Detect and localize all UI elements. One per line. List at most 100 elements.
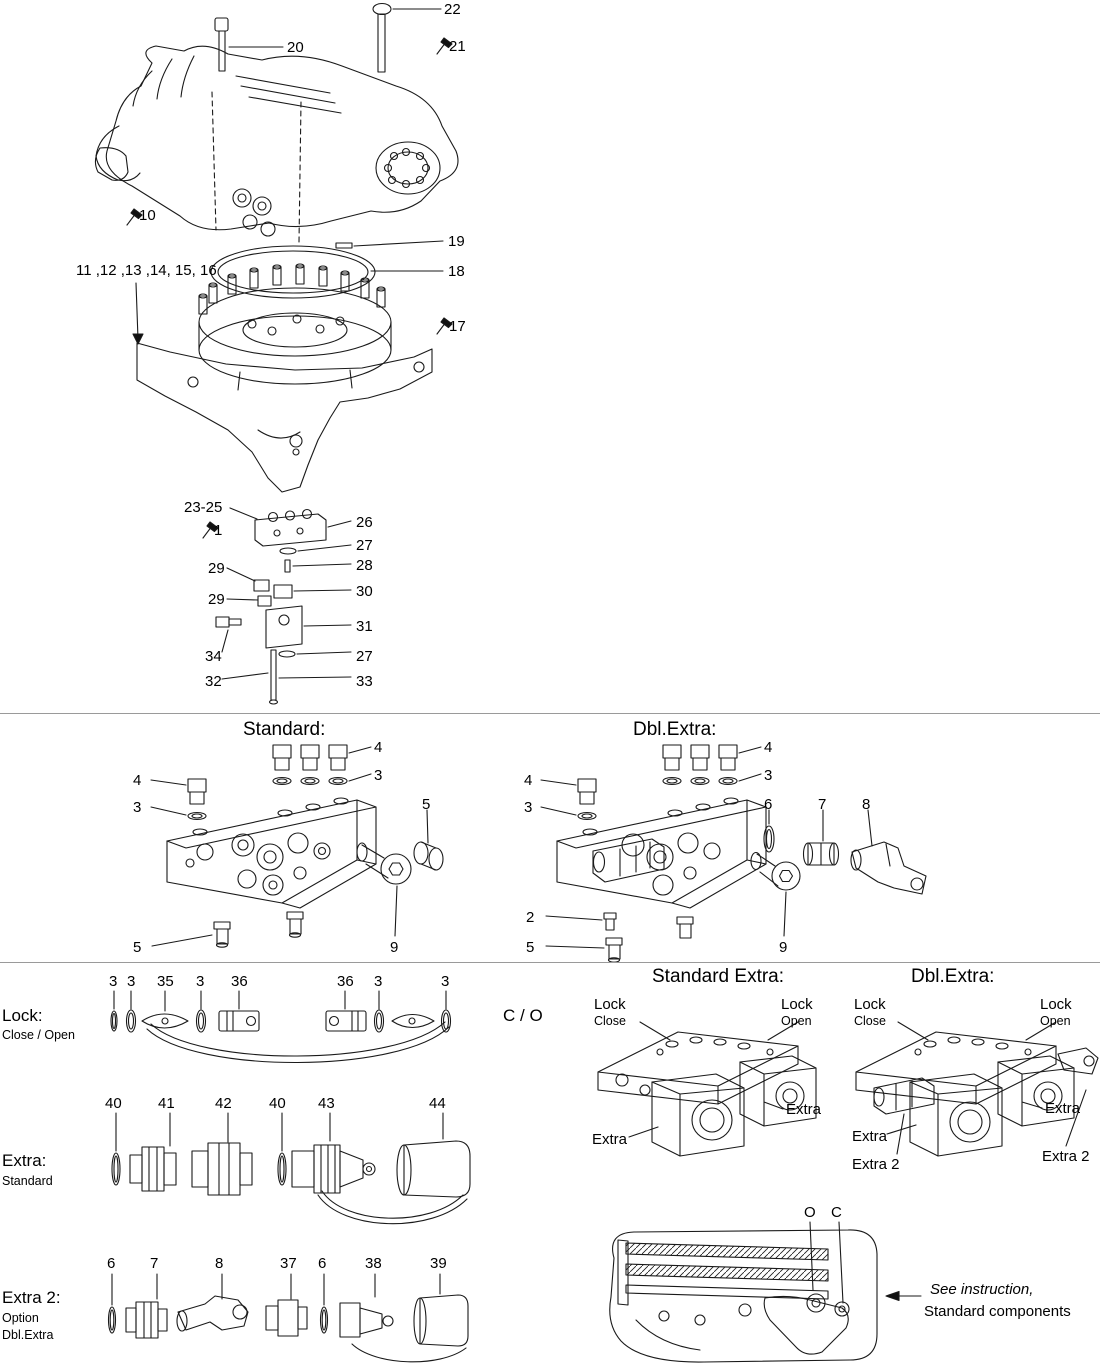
- dbl-callout-4b: 4: [524, 772, 533, 789]
- instruction-c-label: C: [831, 1204, 842, 1221]
- dbl-extra-block-title: Dbl.Extra:: [633, 719, 717, 740]
- extra-callout-42: 42: [215, 1095, 232, 1112]
- extra2-callout-6b: 6: [318, 1255, 327, 1272]
- std-callout-3a: 3: [374, 767, 383, 784]
- extra-row-parts: [111, 1112, 471, 1225]
- de-extra2-right-label: Extra 2: [1042, 1148, 1090, 1165]
- callout-34: 34: [205, 648, 222, 665]
- std-callout-3b: 3: [133, 799, 142, 816]
- instruction-figure-art: [609, 1221, 922, 1363]
- extra2-callout-6a: 6: [107, 1255, 116, 1272]
- dbl-callout-3b: 3: [524, 799, 533, 816]
- seal-19: [335, 240, 444, 249]
- instruction-note-line2: Standard components: [924, 1303, 1071, 1320]
- de-lock-open-label: Lock: [1040, 996, 1072, 1013]
- callout-27a: 27: [356, 537, 373, 554]
- callout-33: 33: [356, 673, 373, 690]
- de-lock-close-sub: Close: [854, 1014, 886, 1028]
- extra2-row-parts: [107, 1273, 469, 1363]
- extra2-callout-39: 39: [430, 1255, 447, 1272]
- standard-extra-title: Standard Extra:: [652, 966, 785, 987]
- dbl-callout-8: 8: [862, 796, 871, 813]
- callout-27b: 27: [356, 648, 373, 665]
- de-lock-open-sub: Open: [1040, 1014, 1071, 1028]
- extra2-row-label: Extra 2:: [2, 1288, 61, 1307]
- callout-1: 1: [214, 522, 223, 539]
- standard-valve-block: [150, 744, 444, 948]
- dbl-callout-6: 6: [764, 796, 773, 813]
- dbl-callout-7: 7: [818, 796, 827, 813]
- tack-icon-10: [126, 208, 143, 226]
- callout-22: 22: [444, 1, 461, 18]
- lock-callout-36a: 36: [231, 973, 248, 990]
- lock-callout-3a: 3: [109, 973, 118, 990]
- extra2-callout-38: 38: [365, 1255, 382, 1272]
- lock-row-label: Lock:: [2, 1006, 43, 1025]
- callout-19: 19: [448, 233, 465, 250]
- lock-callout-3e: 3: [441, 973, 450, 990]
- de-extra-right-label: Extra: [1045, 1100, 1081, 1117]
- extra2-row-sublabel2: Dbl.Extra: [2, 1328, 54, 1342]
- dbl-callout-3a: 3: [764, 767, 773, 784]
- dbl-callout-9: 9: [779, 939, 788, 956]
- lock-callout-3c: 3: [196, 973, 205, 990]
- se-lock-close-label: Lock: [594, 996, 626, 1013]
- bolt-22: [372, 2, 442, 73]
- callout-29a: 29: [208, 560, 225, 577]
- extra2-callout-37: 37: [280, 1255, 297, 1272]
- de-extra-bottom-label: Extra: [852, 1128, 888, 1145]
- lock-callout-3b: 3: [127, 973, 136, 990]
- extra2-callout-8: 8: [215, 1255, 224, 1272]
- instruction-note-line1: See instruction,: [930, 1281, 1034, 1298]
- std-callout-5b: 5: [133, 939, 142, 956]
- std-callout-4b: 4: [133, 772, 142, 789]
- dbl-callout-2: 2: [526, 909, 535, 926]
- se-extra-right-label: Extra: [786, 1101, 822, 1118]
- lock-row-co-label: C / O: [503, 1006, 543, 1025]
- de-lock-close-label: Lock: [854, 996, 886, 1013]
- tack-icon-1: [202, 521, 219, 539]
- extra-row-sublabel: Standard: [2, 1174, 53, 1188]
- callout-23-25: 23-25: [184, 499, 223, 516]
- extra2-callout-7: 7: [150, 1255, 159, 1272]
- std-callout-9: 9: [390, 939, 399, 956]
- callout-28: 28: [356, 557, 373, 574]
- engine-assembly: [94, 45, 459, 243]
- callout-18: 18: [448, 263, 465, 280]
- gasket-ring-18: [210, 245, 444, 299]
- dbl-extra-assembly-title: Dbl.Extra:: [911, 966, 995, 987]
- extra2-row-sublabel1: Option: [2, 1311, 39, 1325]
- extra-callout-40a: 40: [105, 1095, 122, 1112]
- valve-stack: [215, 507, 352, 705]
- lock-row-sublabel: Close / Open: [2, 1028, 75, 1042]
- dbl-callout-5: 5: [526, 939, 535, 956]
- extra-callout-41: 41: [158, 1095, 175, 1112]
- instruction-o-label: O: [804, 1204, 816, 1221]
- callout-17: 17: [449, 318, 466, 335]
- bolt-20: [214, 17, 284, 72]
- callout-30: 30: [356, 583, 373, 600]
- lock-callout-3d: 3: [374, 973, 383, 990]
- extra-callout-40b: 40: [269, 1095, 286, 1112]
- std-callout-5a: 5: [422, 796, 431, 813]
- section-divider-top: [0, 713, 1100, 714]
- de-extra2-left-label: Extra 2: [852, 1156, 900, 1173]
- se-lock-open-label: Lock: [781, 996, 813, 1013]
- callout-26: 26: [356, 514, 373, 531]
- dbl-callout-4a: 4: [764, 739, 773, 756]
- standard-block-title: Standard:: [243, 719, 326, 740]
- extra-callout-43: 43: [318, 1095, 335, 1112]
- standard-extra-assembly-art: [597, 1021, 817, 1157]
- lock-callout-35: 35: [157, 973, 174, 990]
- callout-20: 20: [287, 39, 304, 56]
- tack-icon-17: [436, 317, 453, 335]
- std-callout-4a: 4: [374, 739, 383, 756]
- mounting-plate: [132, 263, 392, 385]
- callout-29b: 29: [208, 591, 225, 608]
- se-lock-close-sub: Close: [594, 1014, 626, 1028]
- dbl-extra-assembly-art: [855, 1021, 1099, 1157]
- mounting-frame: [136, 342, 433, 493]
- callout-32: 32: [205, 673, 222, 690]
